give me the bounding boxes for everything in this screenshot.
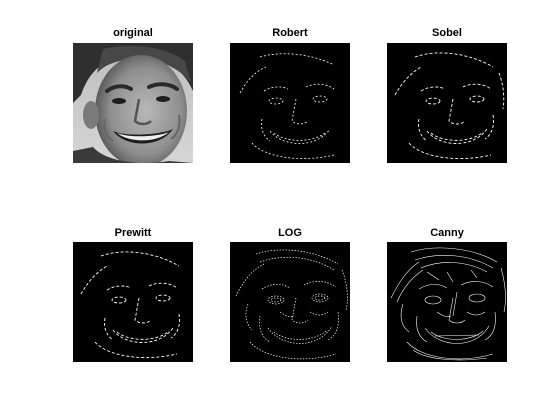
panel-title-canny: Canny <box>430 227 464 239</box>
panel-title-robert: Robert <box>272 27 308 39</box>
original-face-image <box>73 43 193 163</box>
panel-title-original: original <box>113 27 153 39</box>
panel-title-sobel: Sobel <box>432 27 462 39</box>
panel-title-prewitt: Prewitt <box>114 227 152 239</box>
canny-edge-image <box>387 242 507 362</box>
robert-edge-image <box>230 43 350 163</box>
prewitt-edge-image <box>73 242 193 362</box>
log-edge-image <box>230 242 350 362</box>
panel-title-log: LOG <box>278 227 302 239</box>
sobel-edge-image <box>387 43 507 163</box>
